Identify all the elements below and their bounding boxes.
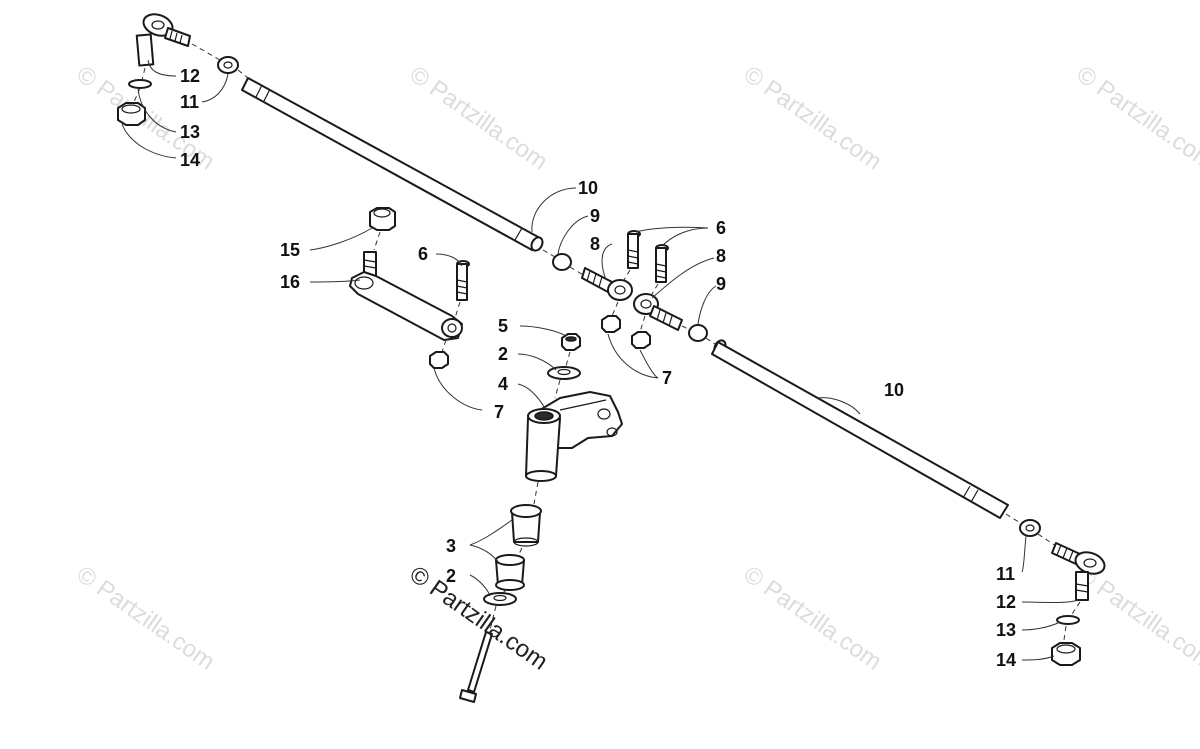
- watermark-3: © Partzilla.com: [739, 61, 887, 176]
- callout-7-arm: 7: [494, 402, 504, 422]
- callout-3: 3: [446, 536, 456, 556]
- callout-6-center: 6: [716, 218, 726, 238]
- watermark-4: © Partzilla.com: [1072, 61, 1200, 176]
- tie-rod-lower: [711, 339, 1009, 519]
- nut-7-center-right: [631, 331, 651, 349]
- callout-15: 15: [280, 240, 300, 260]
- spacer-9-lower: [688, 324, 708, 342]
- callout-labels: 12 11 13 14 10 9 8 6 8 9 7 10 11 12 13 1…: [180, 66, 1016, 670]
- spacer-9-upper: [552, 253, 572, 271]
- rod-end-8-right: [633, 293, 683, 331]
- callout-4: 4: [498, 374, 508, 394]
- watermark-6: © Partzilla.com: [739, 561, 887, 676]
- callout-12-right: 12: [996, 592, 1016, 612]
- watermark-5: © Partzilla.com: [72, 561, 220, 676]
- pitman-arm-16: [349, 207, 470, 369]
- callout-7-center: 7: [662, 368, 672, 388]
- callout-2-lower: 2: [446, 566, 456, 586]
- bolt-6-center-right: [655, 244, 669, 283]
- nut-7-center-left: [601, 315, 621, 333]
- callout-10-lower: 10: [884, 380, 904, 400]
- callout-11-right: 11: [996, 564, 1015, 584]
- tie-rod-end-left: [117, 13, 239, 126]
- callout-9-lower: 9: [716, 274, 726, 294]
- leader-lines: [121, 59, 1079, 661]
- callout-13-left: 13: [180, 122, 200, 142]
- callout-6-arm: 6: [418, 244, 428, 264]
- watermark-2: © Partzilla.com: [405, 61, 553, 176]
- callout-11-left: 11: [180, 92, 199, 112]
- callout-14-left: 14: [180, 150, 200, 170]
- callout-16: 16: [280, 272, 300, 292]
- tie-rod-upper: [241, 77, 544, 252]
- watermark-7: © Partzilla.com: [1072, 561, 1200, 676]
- rod-end-8-left: [581, 267, 633, 301]
- tie-rod-end-right: [1019, 519, 1106, 666]
- callout-10-upper: 10: [578, 178, 598, 198]
- watermarks: © Partzilla.com © Partzilla.com © Partzi…: [72, 61, 1200, 676]
- callout-8-right: 8: [716, 246, 726, 266]
- steering-post: [459, 333, 623, 703]
- bolt-6-center-left: [627, 230, 641, 269]
- callout-5: 5: [498, 316, 508, 336]
- callout-2-upper: 2: [498, 344, 508, 364]
- callout-8-left: 8: [590, 234, 600, 254]
- callout-14-right: 14: [996, 650, 1016, 670]
- callout-12-left: 12: [180, 66, 200, 86]
- callout-13-right: 13: [996, 620, 1016, 640]
- callout-9-upper: 9: [590, 206, 600, 226]
